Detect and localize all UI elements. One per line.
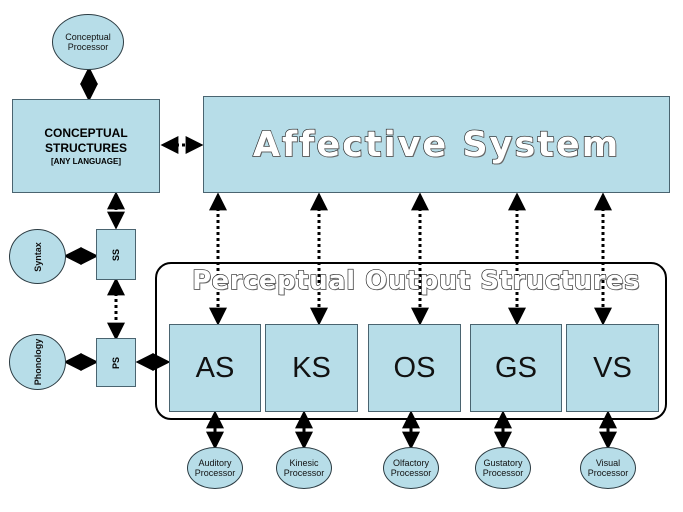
auditory-processor-oval: Auditory Processor — [187, 447, 243, 489]
syntax-label: Syntax — [32, 241, 43, 272]
phonology-oval: Phonology — [9, 334, 66, 390]
kinesic-processor-oval: Kinesic Processor — [276, 447, 332, 489]
as-box: AS — [169, 324, 261, 412]
visual-processor-oval: Visual Processor — [580, 447, 636, 489]
as-label: AS — [195, 351, 235, 384]
ps-label: PS — [110, 356, 121, 369]
conceptual-processor-line1: Conceptual — [65, 32, 111, 42]
gustatory-processor-oval: Gustatory Processor — [475, 447, 531, 489]
conceptual-structures-line2: STRUCTURES — [44, 140, 127, 155]
affective-system-box: Affective System — [203, 96, 670, 193]
vs-label: VS — [593, 351, 632, 384]
ps-box: PS — [96, 338, 136, 387]
olfactory-processor-line1: Olfactory — [392, 458, 429, 468]
visual-processor-line2: Processor — [587, 468, 629, 478]
phonology-label: Phonology — [32, 338, 43, 386]
auditory-processor-line2: Processor — [194, 468, 236, 478]
affective-system-title: Affective System — [252, 124, 621, 165]
olfactory-processor-line2: Processor — [390, 468, 432, 478]
os-box: OS — [368, 324, 461, 412]
conceptual-structures-box: CONCEPTUAL STRUCTURES [ANY LANGUAGE] — [12, 99, 160, 193]
perceptual-output-title: Perceptual Output Structures — [191, 265, 641, 296]
conceptual-structures-sub: [ANY LANGUAGE] — [50, 156, 122, 166]
ss-label: SS — [110, 248, 121, 261]
gustatory-processor-line1: Gustatory — [483, 458, 523, 468]
kinesic-processor-line2: Processor — [283, 468, 325, 478]
conceptual-processor-oval: Conceptual Processor — [52, 14, 124, 70]
ss-box: SS — [96, 229, 136, 280]
ks-box: KS — [265, 324, 358, 412]
conceptual-structures-line1: CONCEPTUAL — [44, 125, 128, 140]
os-label: OS — [393, 351, 436, 384]
ks-label: KS — [292, 351, 331, 384]
auditory-processor-line1: Auditory — [198, 458, 232, 468]
gs-box: GS — [470, 324, 562, 412]
olfactory-processor-oval: Olfactory Processor — [383, 447, 439, 489]
vs-box: VS — [566, 324, 659, 412]
visual-processor-line1: Visual — [595, 458, 621, 468]
kinesic-processor-line1: Kinesic — [289, 458, 319, 468]
conceptual-processor-line2: Processor — [67, 42, 109, 52]
syntax-oval: Syntax — [9, 229, 66, 284]
gs-label: GS — [495, 351, 537, 384]
gustatory-processor-line2: Processor — [482, 468, 524, 478]
